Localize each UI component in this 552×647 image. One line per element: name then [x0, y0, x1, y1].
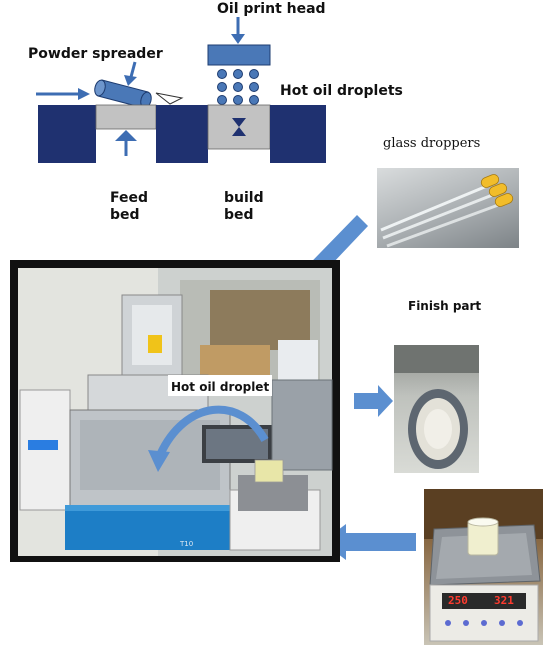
glass-droppers-label: glass droppers — [383, 136, 481, 151]
spreader-arrow — [124, 61, 137, 86]
glass-droppers-photo — [377, 168, 519, 248]
scale-to-machine-arrow — [322, 524, 416, 560]
build-bed-label-line1: build — [224, 190, 264, 206]
hot-oil-droplets-label: Hot oil droplets — [280, 83, 403, 99]
finish-part-photo — [394, 345, 479, 473]
oil-print-head-label: Oil print head — [217, 1, 326, 17]
build-bed-label-line2: bed — [224, 207, 254, 223]
hot-oil-droplet-label-box: Hot oil droplet — [168, 375, 273, 396]
feed-bed-surface — [95, 104, 157, 130]
finish-part-label: Finish part — [408, 299, 482, 313]
machine-model-text: T10 — [179, 540, 193, 548]
base-block-right — [270, 105, 326, 163]
base-block-middle — [156, 105, 208, 163]
build-bed-chamber — [207, 104, 271, 150]
scale-photo: 250 321 — [424, 489, 543, 645]
powder-spreader-roller — [94, 79, 184, 109]
base-block-left — [38, 105, 96, 163]
feed-bed-label-line1: Feed — [110, 190, 149, 206]
print-head-arrow — [231, 17, 245, 44]
machine-to-finish-arrow — [354, 385, 393, 417]
oil-print-head — [207, 44, 271, 66]
build-bed-piston-icon — [232, 118, 246, 136]
powder-feed-arrow — [36, 88, 90, 100]
powder-spreader-label: Powder spreader — [28, 46, 163, 62]
scale-display-right: 321 — [494, 594, 514, 607]
scale-display-left: 250 — [448, 594, 468, 607]
oil-droplets — [217, 69, 259, 105]
feed-bed-up-arrow — [115, 130, 137, 156]
feed-bed-label-line2: bed — [110, 207, 140, 223]
hot-oil-droplet-label: Hot oil droplet — [171, 380, 270, 394]
machine-photo: T10 — [10, 260, 340, 562]
